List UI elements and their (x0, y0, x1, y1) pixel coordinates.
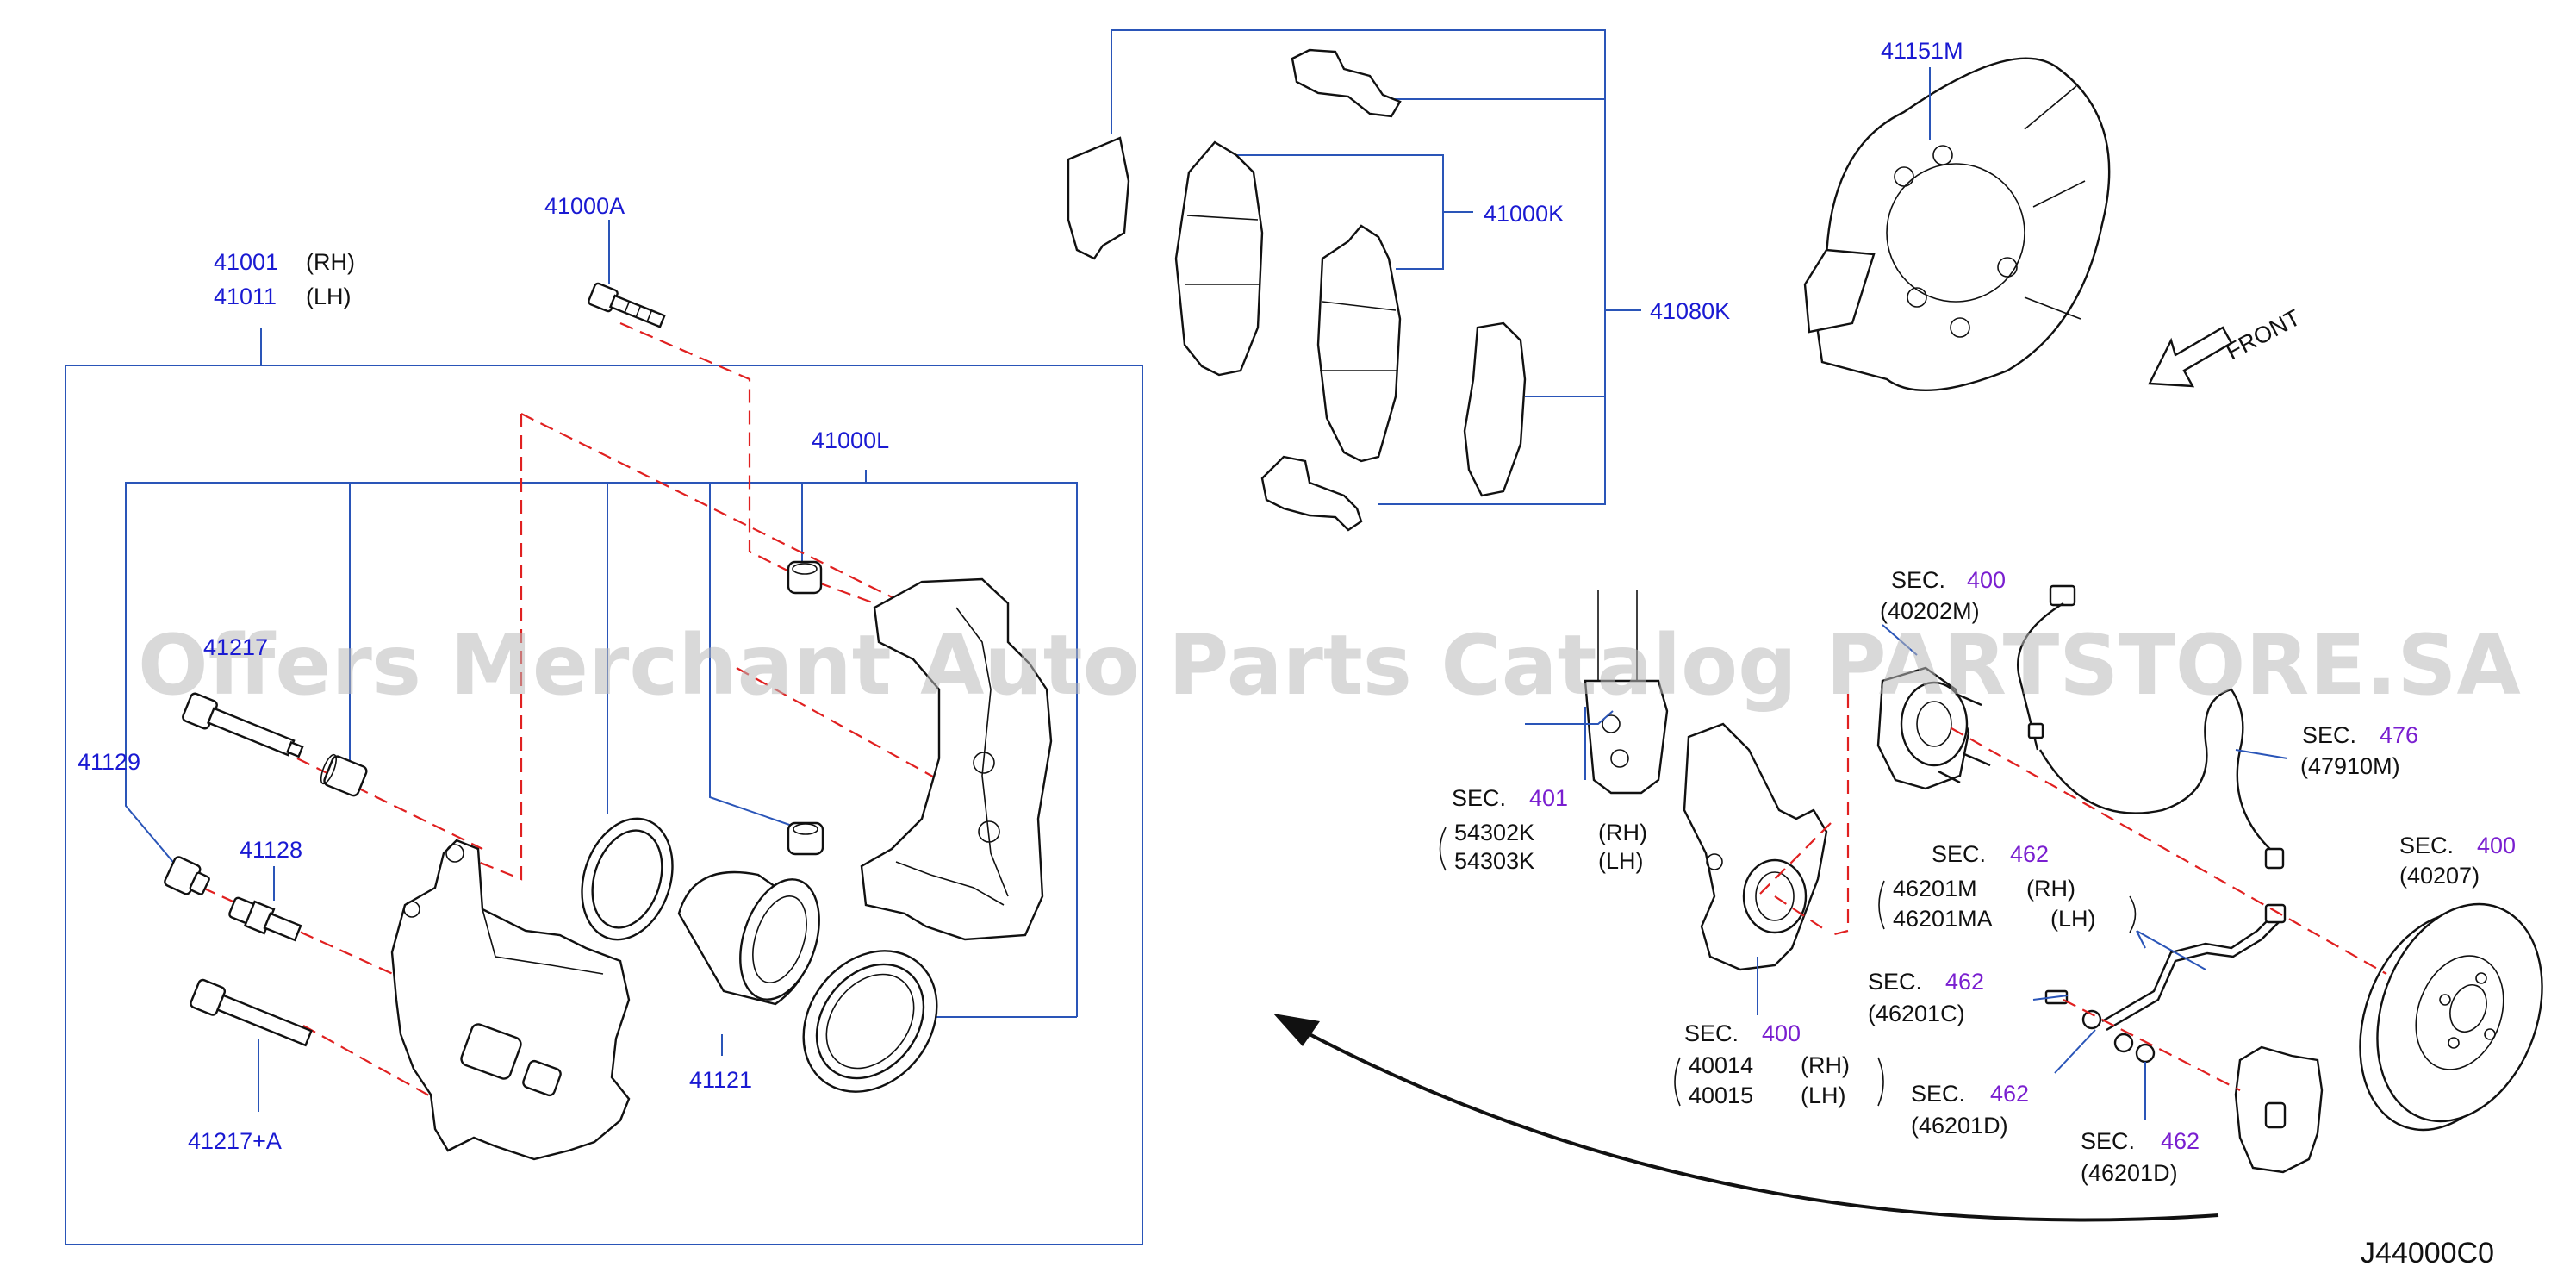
label-41000a: 41000A (544, 193, 625, 219)
svg-text:(46201C): (46201C) (1868, 1001, 1965, 1026)
label-front: FRONT (2222, 304, 2305, 365)
caliper-small-reference (2234, 1045, 2324, 1174)
svg-text:(46201D): (46201D) (1911, 1113, 2008, 1139)
sec-400-knuckle: SEC. 400 40014 (RH) 40015 (LH) (1674, 1020, 1884, 1108)
svg-text:(LH): (LH) (2050, 906, 2096, 932)
abs-wheel-sensor (2016, 584, 2285, 870)
svg-text:(RH): (RH) (1598, 820, 1647, 845)
svg-text:SEC.: SEC. (2081, 1128, 2135, 1154)
label-41121: 41121 (689, 1067, 752, 1093)
pad-shim-inner (1463, 321, 1527, 497)
label-41128: 41128 (240, 837, 302, 863)
svg-text:462: 462 (2161, 1128, 2200, 1154)
bolt-41000a (588, 282, 666, 328)
label-41001: 41001 (214, 249, 278, 275)
sec-400-rotor: SEC. 400 (40207) (2399, 833, 2516, 889)
svg-text:(40202M): (40202M) (1880, 598, 1980, 624)
steering-knuckle (1683, 722, 1828, 971)
svg-text:462: 462 (2010, 841, 2049, 867)
label-41217-partial: 41217 (203, 634, 268, 660)
pad-shim-outer (1067, 136, 1130, 260)
svg-text:(RH): (RH) (1801, 1052, 1850, 1078)
bushing-lower (787, 821, 824, 856)
pad-clip-lower (1260, 455, 1363, 532)
label-41080k: 41080K (1650, 298, 1730, 324)
pad-kit-frame (1111, 29, 1641, 505)
svg-text:SEC.: SEC. (1891, 567, 1945, 593)
svg-text:40014: 40014 (1689, 1052, 1753, 1078)
caliper-bracket (860, 577, 1053, 941)
svg-text:46201M: 46201M (1893, 876, 1977, 902)
front-arrow-icon (2148, 326, 2233, 388)
svg-text:SEC.: SEC. (1684, 1020, 1739, 1046)
svg-text:SEC.: SEC. (2399, 833, 2454, 858)
pin-boot-lower (164, 856, 210, 895)
svg-text:(RH): (RH) (2026, 876, 2075, 902)
svg-text:(LH): (LH) (1598, 848, 1644, 874)
label-41001-side: (RH) (306, 249, 355, 275)
disc-rotor (2359, 902, 2543, 1132)
leaders-right (1525, 624, 2288, 1120)
pin-boot-upper (320, 753, 368, 797)
svg-text:40015: 40015 (1689, 1082, 1753, 1108)
guide-pin-lower (190, 978, 313, 1047)
svg-text:401: 401 (1529, 785, 1568, 811)
sec-476-sensor: SEC. 476 (47910M) (2300, 722, 2418, 779)
sec-462-46201c: SEC. 462 (46201C) (1868, 969, 1984, 1026)
centerlines-right (1757, 694, 2387, 1091)
label-41151m: 41151M (1881, 38, 1963, 64)
piston-41121 (677, 870, 820, 1006)
bushing-upper (787, 560, 823, 595)
strut-bracket (1584, 590, 1669, 795)
svg-text:462: 462 (1990, 1081, 2029, 1107)
sec-400-hub: SEC. 400 (40202M) (1880, 567, 2006, 624)
svg-text:SEC.: SEC. (1452, 785, 1506, 811)
caliper-assembly-frame (65, 220, 1143, 1245)
piston-seal (581, 817, 674, 941)
svg-text:462: 462 (1945, 969, 1984, 995)
label-41011: 41011 (214, 284, 277, 309)
caliper-body (390, 839, 631, 1161)
drawing-code: J44000C0 (2361, 1237, 2494, 1270)
wheel-hub-bearing (1876, 666, 1991, 790)
sec-462-46201d-right: SEC. 462 (46201D) (2081, 1128, 2200, 1186)
label-41217a: 41217+A (188, 1128, 282, 1154)
sec-462-hose: SEC. 462 46201M (RH) 46201MA (LH) (1878, 841, 2137, 933)
brake-pad-outer (1174, 140, 1264, 377)
svg-text:(46201D): (46201D) (2081, 1160, 2178, 1186)
svg-text:(LH): (LH) (1801, 1082, 1846, 1108)
svg-text:SEC.: SEC. (1932, 841, 1986, 867)
pad-clip-upper (1291, 48, 1402, 118)
svg-text:(40207): (40207) (2399, 863, 2480, 889)
guide-pin-upper (182, 692, 304, 758)
svg-text:SEC.: SEC. (1911, 1081, 1965, 1107)
svg-text:SEC.: SEC. (1868, 969, 1922, 995)
label-41000k: 41000K (1484, 201, 1564, 227)
svg-text:400: 400 (1762, 1020, 1801, 1046)
watermark: Offers Merchant Auto Parts Catalog PARTS… (138, 617, 2521, 714)
svg-text:400: 400 (2477, 833, 2516, 858)
svg-text:54303K: 54303K (1454, 848, 1534, 874)
curved-arrow-icon (1273, 1014, 2219, 1222)
dust-boot (802, 950, 938, 1093)
label-41000l: 41000L (812, 427, 889, 453)
bleeder-screw-41128 (228, 896, 302, 942)
svg-text:54302K: 54302K (1454, 820, 1534, 845)
svg-text:400: 400 (1967, 567, 2006, 593)
sec-462-46201d-left: SEC. 462 (46201D) (1911, 1081, 2029, 1139)
label-41129: 41129 (78, 749, 140, 775)
svg-text:476: 476 (2380, 722, 2418, 748)
svg-text:46201MA: 46201MA (1893, 906, 1993, 932)
svg-text:SEC.: SEC. (2302, 722, 2356, 748)
svg-text:(47910M): (47910M) (2300, 753, 2400, 779)
sec-401-strut: SEC. 401 54302K (RH) 54303K (LH) (1439, 785, 1647, 874)
brake-pad-inner (1316, 224, 1402, 463)
splash-guard-41151m (1803, 57, 2111, 391)
label-41011-side: (LH) (306, 284, 352, 309)
